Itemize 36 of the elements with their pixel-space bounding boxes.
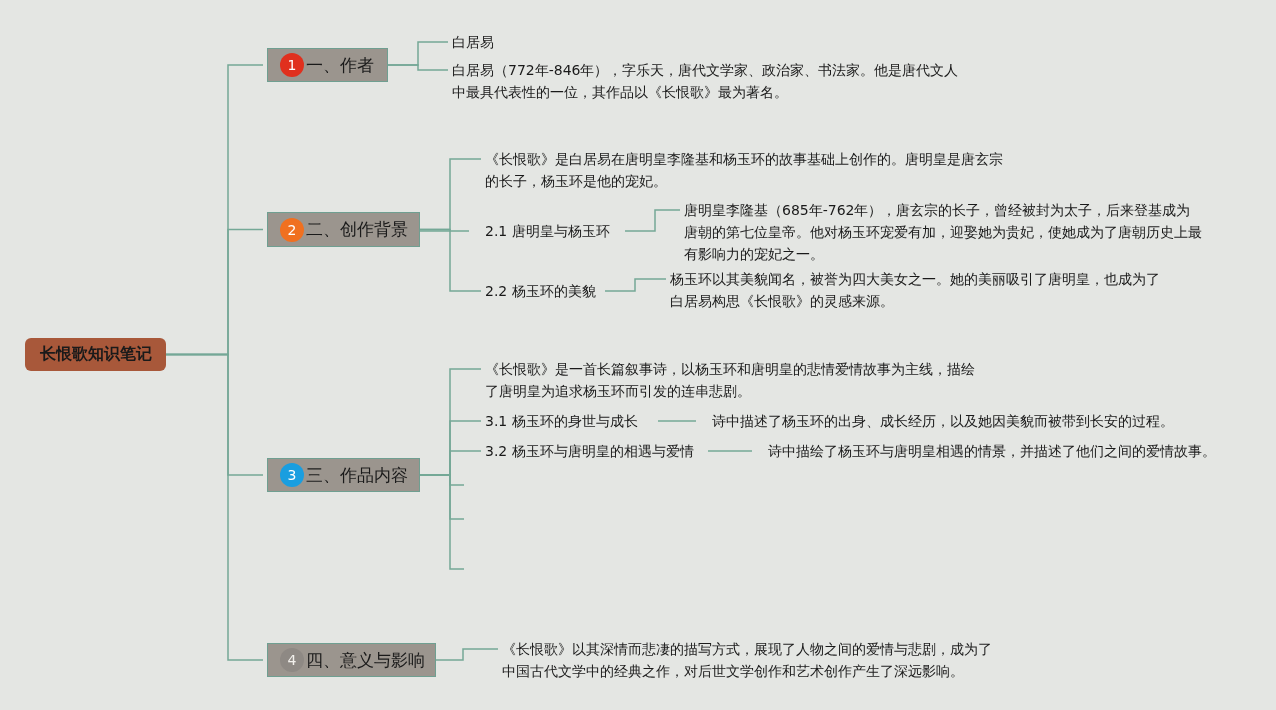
note-text: 唐明皇李隆基（685年-762年），唐玄宗的长子，曾经被封为太子，后来登基成为唐朝的第七位皇帝。他对杨玉环宠爱有加，迎娶她为贵妃，使她成为了唐朝历史上最有影响力的宠妃之一。 bbox=[684, 199, 1204, 265]
note-text: 白居易 bbox=[452, 31, 652, 53]
note-text: 白居易（772年-846年），字乐天，唐代文学家、政治家、书法家。他是唐代文人中最具代表性的一位，其作品以《长恨歌》最为著名。 bbox=[452, 59, 972, 103]
topic-label: 二、创作背景 bbox=[306, 218, 408, 241]
connector-line bbox=[604, 278, 667, 292]
connector-line bbox=[707, 450, 753, 452]
note-text: 诗中描绘了杨玉环与唐明皇相遇的情景，并描述了他们之间的爱情故事。 bbox=[768, 440, 1218, 462]
note-text: 3.1 杨玉环的身世与成长 bbox=[485, 410, 650, 432]
connector-line bbox=[419, 474, 465, 570]
connector-line bbox=[657, 420, 697, 422]
note-text: 2.1 唐明皇与杨玉环 bbox=[485, 220, 625, 242]
topic-box bbox=[267, 48, 388, 82]
topic-label: 四、意义与影响 bbox=[306, 648, 425, 672]
topic-box bbox=[267, 458, 420, 492]
number-badge: 2 bbox=[280, 217, 304, 242]
connector-line bbox=[435, 648, 499, 661]
connector-line bbox=[419, 230, 470, 232]
note-text: 诗中描述了杨玉环的出身、成长经历，以及她因美貌而被带到长安的过程。 bbox=[712, 410, 1182, 432]
number-badge: 1 bbox=[280, 53, 304, 77]
topic-label: 一、作者 bbox=[306, 53, 374, 77]
connector-line bbox=[419, 228, 482, 292]
number-badge: 3 bbox=[280, 463, 304, 487]
note-text: 2.2 杨玉环的美貌 bbox=[485, 280, 605, 302]
connector-line bbox=[387, 64, 449, 71]
note-text: 《长恨歌》以其深情而悲凄的描写方式，展现了人物之间的爱情与悲剧，成为了中国古代文学中的经典之作，对后世文学创作和艺术创作产生了深远影响。 bbox=[502, 638, 1002, 682]
connector-line bbox=[624, 209, 681, 232]
note-text: 3.2 杨玉环与唐明皇的相遇与爱情 bbox=[485, 440, 700, 462]
topic-label: 三、作品内容 bbox=[306, 463, 408, 487]
topic-box bbox=[267, 212, 420, 247]
root-topic: 长恨歌知识笔记 bbox=[25, 338, 166, 371]
connector-line bbox=[165, 353, 264, 661]
note-text: 《长恨歌》是白居易在唐明皇李隆基和杨玉环的故事基础上创作的。唐明皇是唐玄宗的长子，杨玉环是他的宠妃。 bbox=[485, 148, 1005, 192]
note-text: 《长恨歌》是一首长篇叙事诗，以杨玉环和唐明皇的悲情爱情故事为主线，描绘了唐明皇为追求杨玉环而引发的连串悲剧。 bbox=[485, 358, 985, 402]
number-badge: 4 bbox=[280, 648, 304, 672]
note-text: 杨玉环以其美貌闻名，被誉为四大美女之一。她的美丽吸引了唐明皇，也成为了白居易构思《长恨歌》的灵感来源。 bbox=[670, 268, 1170, 312]
topic-box bbox=[267, 643, 436, 677]
